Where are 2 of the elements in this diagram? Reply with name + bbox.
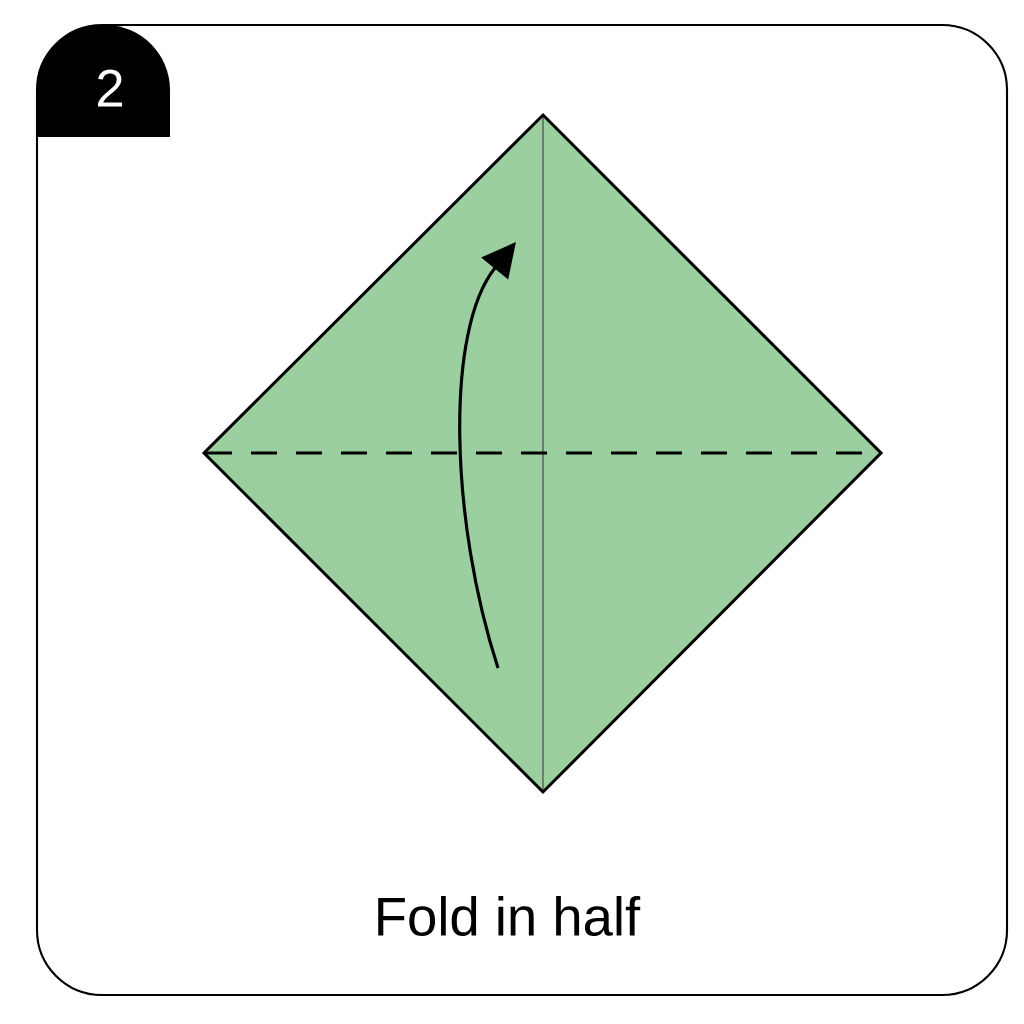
caption: Fold in half — [378, 896, 641, 937]
step-badge: 2 — [37, 25, 170, 137]
